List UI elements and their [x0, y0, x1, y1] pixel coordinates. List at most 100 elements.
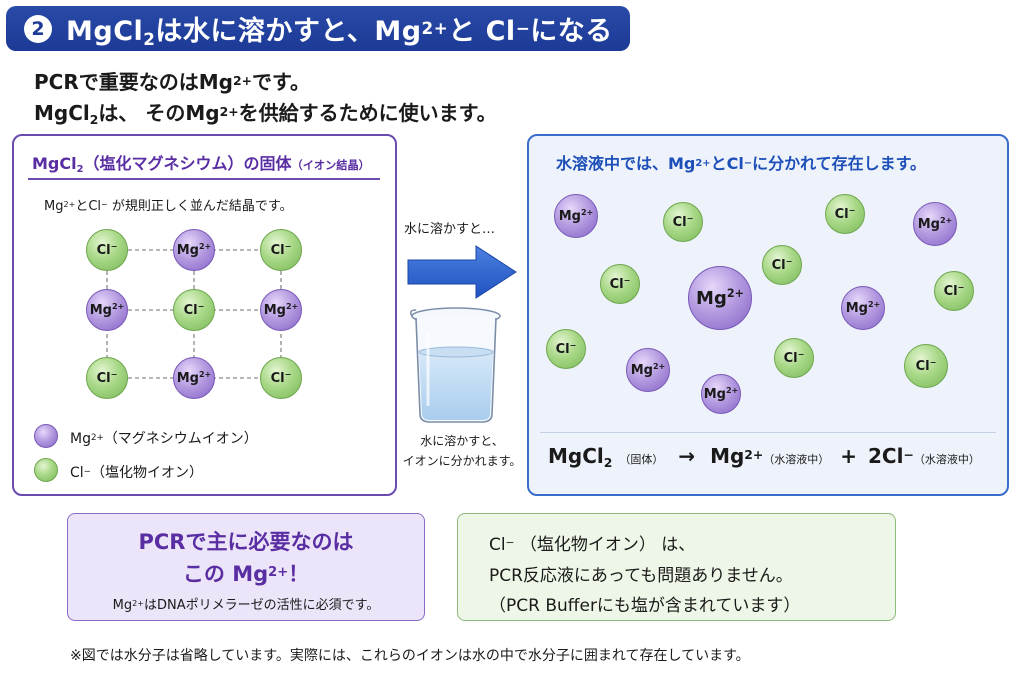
eq-sup: 2+ — [744, 446, 764, 462]
dissolved-cl-ion: Cl− — [663, 202, 703, 242]
title-text: MgCl — [32, 154, 77, 173]
intro-sup: 2+ — [219, 103, 239, 119]
dissolved-cl-ion: Cl− — [600, 264, 640, 304]
eq-note: （水溶液中） — [763, 453, 830, 466]
eq-plus: + — [840, 444, 858, 468]
title-sub: 2 — [76, 163, 84, 175]
callout-text: Mg — [112, 598, 133, 613]
callout-heading: この Mg2+！ — [67, 558, 425, 588]
title-underline — [28, 178, 380, 180]
legend-cl-ion-icon — [34, 458, 58, 482]
title-sup: 2+ — [695, 157, 711, 169]
section-title: MgCl2は水に溶かすと、Mg2+と Cl−になる — [66, 9, 613, 48]
intro-text: です。 — [251, 70, 310, 94]
lattice-cl-ion: Cl− — [173, 289, 215, 331]
caption-line: イオンに分かれます。 — [402, 454, 522, 468]
legend-desc: （マグネシウムイオン） — [103, 431, 258, 447]
panel-divider — [540, 432, 996, 433]
mg-importance-callout — [67, 513, 425, 621]
callout-text: ！ — [288, 562, 310, 586]
desc-text: が規則正しく並んだ結晶です。 — [107, 199, 293, 214]
beaker-caption: 水に溶かすと、 イオンに分かれます。 — [400, 431, 524, 471]
eq-lhs: MgCl — [548, 444, 604, 468]
title-subscript: 2 — [143, 29, 156, 50]
legend-mg-ion-icon — [34, 424, 58, 448]
legend-mg-label: Mg2+（マグネシウムイオン） — [70, 428, 258, 448]
caption-line: 水に溶かすと、 — [420, 434, 504, 448]
title-superscript: − — [515, 18, 531, 39]
aqueous-solution-panel — [527, 134, 1009, 496]
title-part: MgCl — [66, 16, 144, 47]
dissolved-cl-ion: Cl− — [904, 344, 948, 388]
section-number-badge: 2 — [24, 14, 52, 43]
title-superscript: 2+ — [421, 18, 449, 39]
legend-ion: Mg — [70, 431, 91, 447]
intro-sub: 2 — [89, 111, 99, 127]
solid-panel-description: Mg2+とCl− が規則正しく並んだ結晶です。 — [44, 195, 293, 214]
eq-arrow: → — [678, 444, 696, 468]
solution-panel-title: 水溶液中では、Mg2+とCl−に分かれて存在します。 — [556, 150, 926, 174]
beaker-icon — [409, 307, 501, 423]
callout-text: この Mg — [182, 562, 269, 586]
intro-line-2: MgCl2は、 そのMg2+を供給するために使います。 — [34, 97, 497, 126]
dissociation-equation: MgCl2 （固体） → Mg2+（水溶液中） + 2Cl−（水溶液中） — [548, 444, 980, 468]
callout-note: Mg2+はDNAポリメラーゼの活性に必須です。 — [67, 594, 425, 613]
intro-text: を供給するために使います。 — [238, 101, 497, 125]
desc-sup: 2+ — [63, 200, 76, 210]
lattice-cl-ion: Cl− — [260, 357, 302, 399]
section-header: 2 MgCl2は水に溶かすと、Mg2+と Cl−になる — [6, 6, 630, 51]
title-text: とCl — [710, 154, 744, 173]
green-callout-line-2: PCR反応液にあっても問題ありません。 — [489, 566, 793, 586]
desc-text: Mg — [44, 199, 64, 214]
green-callout-line-3: （PCR Bufferにも塩が含まれています） — [489, 596, 801, 616]
legend-charge: 2+ — [90, 432, 104, 443]
dissolved-cl-ion: Cl− — [774, 338, 814, 378]
eq-note: （固体） — [619, 453, 664, 466]
dissolved-cl-ion: Cl− — [762, 245, 802, 285]
intro-text: MgCl — [34, 101, 90, 125]
intro-text: は、 そのMg — [98, 101, 220, 125]
dissolved-cl-ion: Cl− — [934, 271, 974, 311]
callout-text: はDNAポリメラーゼの活性に必須です。 — [144, 598, 380, 613]
callout-sup: 2+ — [268, 565, 289, 581]
callout-sup: 2+ — [132, 599, 144, 609]
eq-sub: 2 — [603, 454, 613, 470]
title-text: （塩化マグネシウム）の固体 — [83, 154, 292, 173]
eq-mg: Mg — [710, 444, 745, 468]
green-callout-line-1: Cl− （塩化物イオン） は、 — [489, 530, 695, 555]
lattice-cl-ion: Cl− — [260, 229, 302, 271]
intro-text: PCRで重要なのはMg — [34, 70, 233, 94]
title-text: 水溶液中では、Mg — [556, 154, 696, 173]
dissolve-arrow-label: 水に溶かすと… — [404, 222, 496, 237]
footnote: ※図では水分子は省略しています。実際には、これらのイオンは水の中で水分子に囲まれ… — [70, 648, 750, 664]
lattice-cl-ion: Cl− — [86, 229, 128, 271]
desc-sup: − — [101, 200, 108, 210]
dissolved-cl-ion: Cl− — [825, 194, 865, 234]
title-part: は水に溶かすと、Mg — [155, 16, 422, 47]
eq-cl: 2Cl — [868, 444, 904, 468]
right-arrow-icon — [407, 245, 517, 299]
solid-panel-title: MgCl2（塩化マグネシウム）の固体（イオン結晶） — [32, 150, 370, 174]
callout-text: Cl — [489, 535, 506, 555]
legend-charge: − — [83, 466, 91, 477]
title-part: と Cl — [448, 16, 516, 47]
title-note: （イオン結晶） — [291, 159, 370, 172]
title-sup: − — [743, 157, 753, 169]
legend-ion: Cl — [70, 465, 84, 481]
callout-sup: − — [505, 537, 515, 550]
desc-text: とCl — [75, 199, 102, 214]
callout-heading: PCRで主に必要なのは — [138, 530, 354, 554]
title-text: に分かれて存在します。 — [752, 154, 927, 173]
lattice-cl-ion: Cl− — [86, 357, 128, 399]
dissolved-cl-ion: Cl− — [546, 329, 586, 369]
